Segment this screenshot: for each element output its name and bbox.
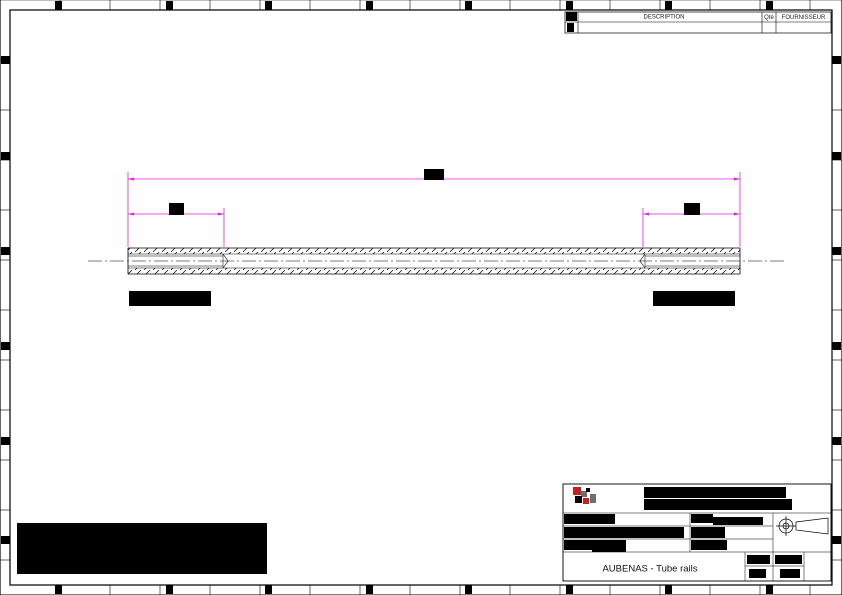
redacted-left-thread-length (169, 203, 184, 215)
redacted-right-callout (653, 291, 735, 306)
tube-section-view (127, 247, 741, 275)
frame-marker (1, 247, 10, 255)
frame-marker (166, 1, 173, 10)
frame-marker (366, 585, 373, 594)
frame-marker (1, 342, 10, 350)
frame-marker (1, 437, 10, 445)
frame-marker (766, 585, 773, 594)
drawing-title: AUBENAS - Tube rails (602, 564, 697, 575)
bom-header-supplier: FOURNISSEUR (782, 15, 826, 21)
frame-marker (265, 585, 272, 594)
frame-marker (832, 536, 841, 544)
bom-header-description: DESCRIPTION (643, 15, 684, 21)
redacted-notes-block (17, 523, 267, 574)
frame-marker (832, 247, 841, 255)
title-block: AUBENAS - Tube rails (562, 483, 832, 582)
redacted-right-thread-length (684, 203, 700, 215)
frame-marker (1, 56, 10, 64)
frame-marker (832, 56, 841, 64)
frame-marker (166, 585, 173, 594)
frame-marker (665, 1, 672, 10)
first-angle-projection-icon (776, 516, 829, 536)
frame-marker (1, 152, 10, 160)
bom-table: DESCRIPTION Qté FOURNISSEUR (564, 11, 832, 34)
frame-marker (766, 1, 773, 10)
frame-marker (1, 536, 10, 544)
frame-marker (665, 585, 672, 594)
frame-marker (55, 585, 62, 594)
frame-marker (832, 342, 841, 350)
redacted-overall-length (424, 169, 444, 180)
frame-marker (832, 152, 841, 160)
bom-header-qty: Qté (764, 15, 774, 21)
dimensions (127, 172, 741, 247)
frame-marker (265, 1, 272, 10)
frame-marker (465, 1, 472, 10)
frame-marker (465, 585, 472, 594)
frame-marker (366, 1, 373, 10)
frame-marker (566, 1, 573, 10)
frame-marker (566, 585, 573, 594)
frame-marker (55, 1, 62, 10)
redacted-annotations (17, 169, 735, 574)
company-logo-icon (573, 487, 596, 504)
redacted-left-callout (129, 291, 211, 306)
frame-marker (832, 437, 841, 445)
